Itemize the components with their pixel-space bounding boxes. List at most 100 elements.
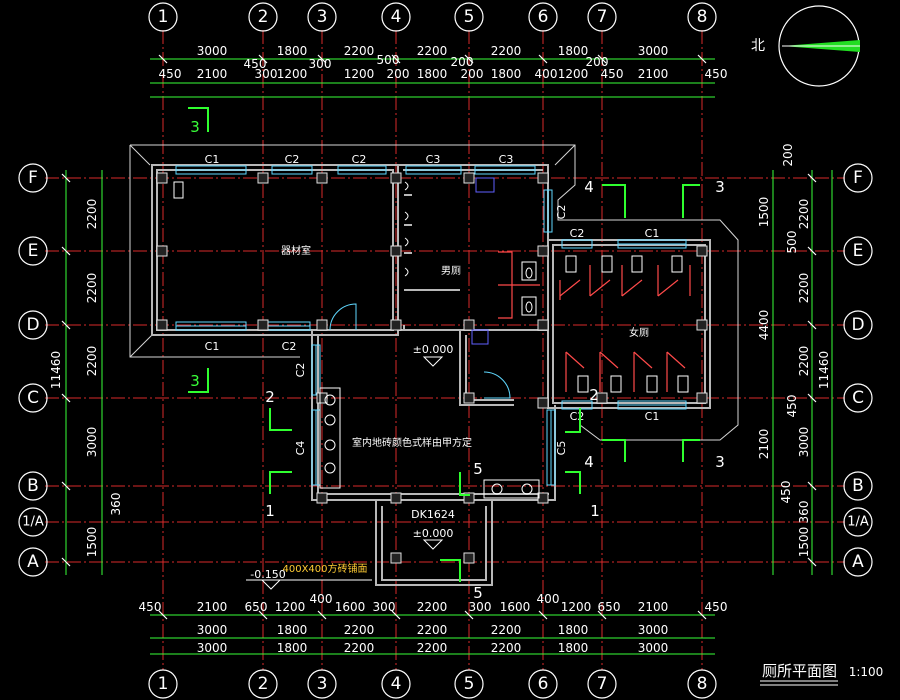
dim-text: 200 bbox=[387, 67, 410, 81]
dim-text: 2200 bbox=[344, 623, 375, 637]
window-label: C1 bbox=[205, 340, 220, 353]
window-labels: C1 C2 C2 C3 C3 C1 C2 C2 C4 C5 C2 C2 C1 C… bbox=[205, 153, 660, 455]
dim-text: 2200 bbox=[797, 273, 811, 304]
dimension-ticks bbox=[61, 54, 817, 620]
dim-text: 360 bbox=[797, 501, 811, 524]
window-label: C2 bbox=[294, 363, 307, 378]
dim-text: 1200 bbox=[344, 67, 375, 81]
dim-text: 1600 bbox=[500, 600, 531, 614]
dim-text: 2100 bbox=[638, 67, 669, 81]
drawing-scale: 1:100 bbox=[849, 665, 884, 679]
axis-label: D bbox=[26, 315, 39, 335]
axis-label: 4 bbox=[391, 7, 402, 27]
roof-eaves bbox=[129, 144, 739, 441]
section-label: 4 bbox=[584, 453, 594, 471]
axis-label: 7 bbox=[597, 674, 608, 694]
window-label: C1 bbox=[645, 227, 660, 240]
dim-text: 3000 bbox=[197, 623, 228, 637]
dim-text: 1200 bbox=[275, 600, 306, 614]
axis-label: 1/A bbox=[22, 515, 44, 530]
dim-text: 3000 bbox=[797, 427, 811, 458]
axis-label: A bbox=[852, 552, 864, 572]
dim-text: 200 bbox=[586, 55, 609, 69]
floor-note: 室内地砖颜色式样由甲方定 bbox=[352, 436, 472, 449]
bottom-dimensions: 450 2100 650 1200 400 1600 300 2200 300 … bbox=[139, 592, 728, 655]
dim-text: 450 bbox=[705, 67, 728, 81]
axis-label: F bbox=[28, 168, 38, 188]
dim-text: 1800 bbox=[417, 67, 448, 81]
north-arrow: 北 bbox=[751, 5, 860, 87]
dim-text: 2100 bbox=[197, 67, 228, 81]
grid-lines bbox=[45, 30, 845, 670]
window-label: C2 bbox=[285, 153, 300, 166]
room-labels: 器材室 男厕 女厕 室内地砖颜色式样由甲方定 ±0.000 DK1624 ±0.… bbox=[246, 244, 649, 590]
axis-label: 7 bbox=[597, 7, 608, 27]
dim-text: 2100 bbox=[638, 600, 669, 614]
dim-text: 1800 bbox=[558, 641, 589, 655]
axis-label: 5 bbox=[464, 674, 475, 694]
axis-label: 2 bbox=[258, 7, 269, 27]
dim-text: 1500 bbox=[757, 197, 771, 228]
dim-text: 450 bbox=[159, 67, 182, 81]
dim-text: 450 bbox=[705, 600, 728, 614]
left-dimensions: 2200 2200 2200 3000 360 1500 11460 bbox=[49, 170, 123, 575]
axis-label: 6 bbox=[538, 674, 549, 694]
dim-text: 2200 bbox=[491, 623, 522, 637]
axis-label: 3 bbox=[317, 7, 328, 27]
dim-text: 3000 bbox=[638, 641, 669, 655]
axis-label: 1 bbox=[158, 7, 169, 27]
dim-text: 11460 bbox=[817, 351, 831, 389]
axis-label: 1 bbox=[158, 674, 169, 694]
dim-text: 2200 bbox=[85, 346, 99, 377]
dim-text: 300 bbox=[373, 600, 396, 614]
window-label: C3 bbox=[426, 153, 441, 166]
section-label: 2 bbox=[265, 388, 275, 406]
axis-label: A bbox=[27, 552, 39, 572]
window-label: C2 bbox=[570, 410, 585, 423]
level-main: ±0.000 bbox=[413, 343, 454, 356]
window-label: C1 bbox=[205, 153, 220, 166]
dim-text: 200 bbox=[781, 144, 795, 167]
window-label: C2 bbox=[570, 227, 585, 240]
axis-bubbles-top: 1 2 3 4 5 6 7 8 bbox=[148, 2, 717, 32]
north-label: 北 bbox=[751, 38, 765, 54]
window-label: C5 bbox=[555, 441, 568, 456]
dim-text: 2200 bbox=[491, 44, 522, 58]
dim-text: 2200 bbox=[344, 44, 375, 58]
section-label: 5 bbox=[473, 584, 483, 602]
axis-label: B bbox=[852, 476, 864, 496]
dim-text: 11460 bbox=[49, 351, 63, 389]
axis-label: 8 bbox=[697, 7, 708, 27]
dim-text: 300 bbox=[469, 600, 492, 614]
dim-text: 3000 bbox=[197, 44, 228, 58]
axis-label: D bbox=[851, 315, 864, 335]
room-label-female: 女厕 bbox=[629, 326, 649, 339]
window-label: C2 bbox=[282, 340, 297, 353]
door-code: DK1624 bbox=[411, 508, 455, 521]
axis-label: 3 bbox=[317, 674, 328, 694]
section-label: 2 bbox=[589, 386, 599, 404]
window-label: C3 bbox=[499, 153, 514, 166]
dim-text: 2200 bbox=[85, 199, 99, 230]
dim-text: 4400 bbox=[757, 310, 771, 341]
dim-text: 2200 bbox=[417, 641, 448, 655]
axis-label: 4 bbox=[391, 674, 402, 694]
axis-label: 8 bbox=[697, 674, 708, 694]
dim-text: 1200 bbox=[561, 600, 592, 614]
dim-text: 1800 bbox=[277, 641, 308, 655]
axis-label: E bbox=[28, 241, 39, 261]
dim-text: 500 bbox=[377, 53, 400, 67]
section-label: 1 bbox=[590, 502, 600, 520]
dim-text: 450 bbox=[785, 395, 799, 418]
axis-bubbles-right: F E D C B 1/A A bbox=[843, 163, 873, 577]
section-label: 3 bbox=[715, 178, 725, 196]
dim-text: 450 bbox=[244, 57, 267, 71]
dim-text: 2200 bbox=[797, 346, 811, 377]
dim-text: 1200 bbox=[277, 67, 308, 81]
axis-label: 1/A bbox=[847, 515, 869, 530]
section-label: 1 bbox=[265, 502, 275, 520]
dim-text: 200 bbox=[461, 67, 484, 81]
dim-text: 2200 bbox=[417, 600, 448, 614]
section-label: 4 bbox=[584, 178, 594, 196]
dim-text: 1800 bbox=[277, 623, 308, 637]
